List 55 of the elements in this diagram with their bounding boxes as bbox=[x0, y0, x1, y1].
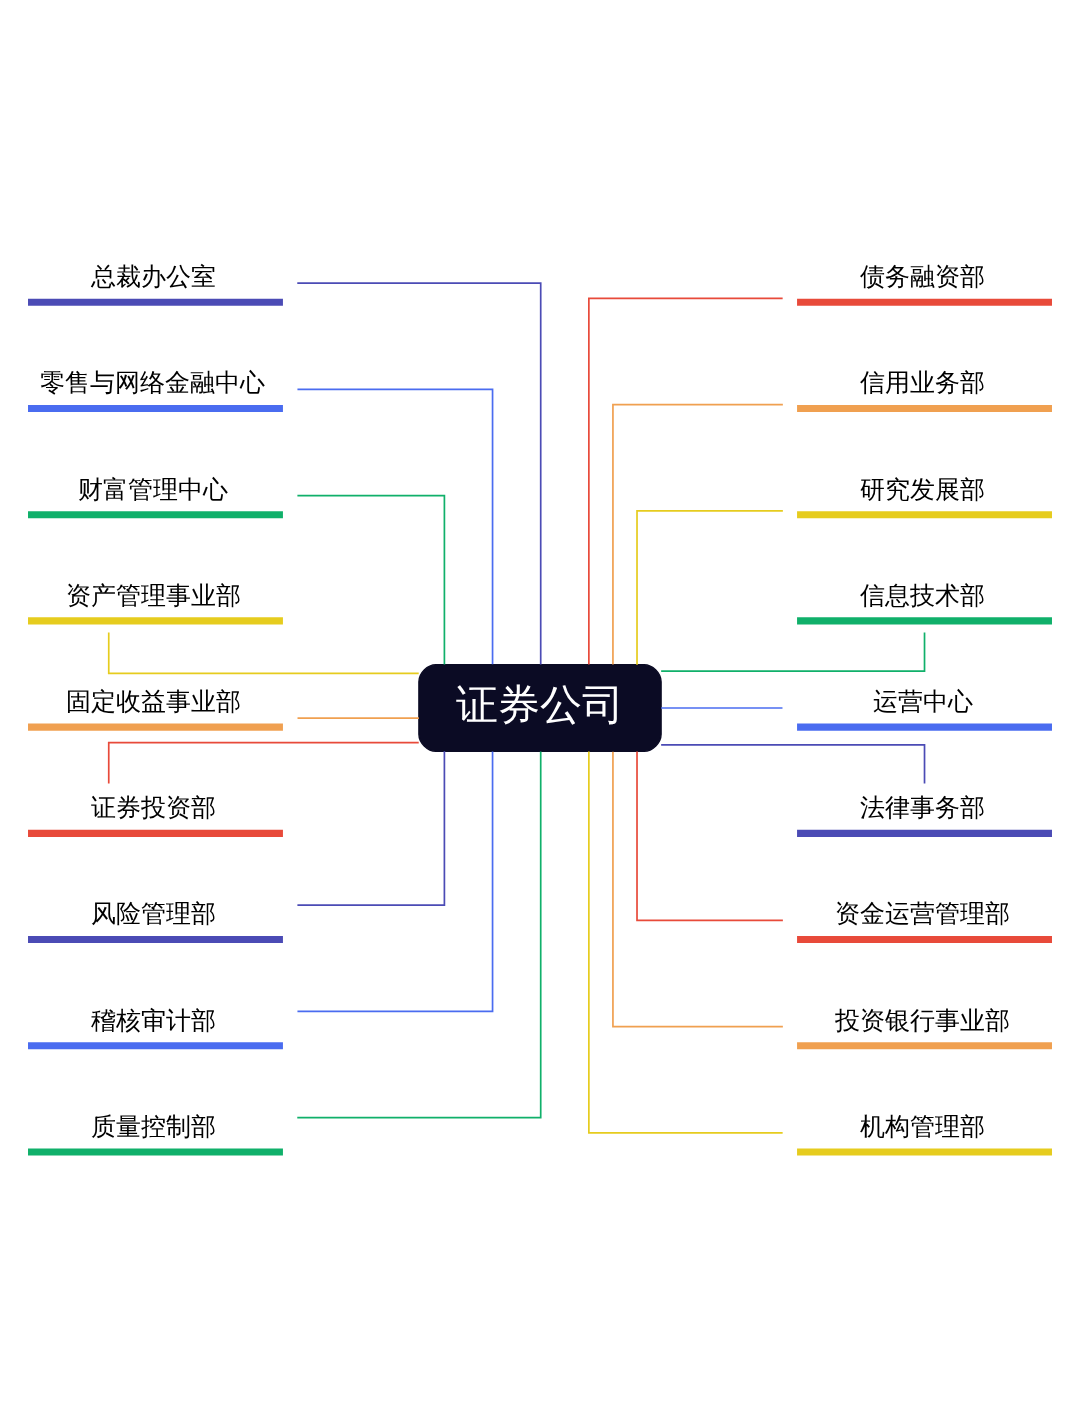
node-box bbox=[797, 1147, 1052, 1156]
connector bbox=[588, 750, 784, 1134]
connector bbox=[660, 743, 926, 784]
node-box bbox=[28, 1147, 283, 1156]
node-box bbox=[28, 616, 283, 624]
connector bbox=[588, 297, 784, 665]
connector bbox=[612, 403, 784, 665]
connector bbox=[660, 706, 784, 709]
node-box bbox=[28, 404, 283, 412]
node-label: 风险管理部 bbox=[91, 897, 217, 928]
connector bbox=[296, 750, 542, 1118]
connector bbox=[296, 750, 494, 1012]
node-label: 研究发展部 bbox=[860, 473, 986, 504]
node-box: 证券公司 bbox=[418, 663, 662, 752]
node-label: 机构管理部 bbox=[860, 1110, 986, 1141]
node-label: 质量控制部 bbox=[91, 1110, 217, 1141]
node-box bbox=[28, 510, 283, 518]
connector bbox=[296, 716, 420, 719]
node-label: 财富管理中心 bbox=[78, 473, 229, 504]
node-box bbox=[28, 723, 283, 731]
node-label: 信用业务部 bbox=[860, 366, 986, 397]
connector bbox=[107, 631, 420, 674]
node-label: 稽核审计部 bbox=[91, 1004, 217, 1035]
connector bbox=[296, 281, 542, 665]
node-box bbox=[797, 723, 1052, 731]
node-label: 证券投资部 bbox=[91, 791, 217, 822]
node-box bbox=[797, 616, 1052, 624]
node-label: 零售与网络金融中心 bbox=[40, 366, 266, 397]
connector bbox=[107, 741, 420, 784]
connector bbox=[296, 749, 446, 906]
connector bbox=[296, 388, 494, 665]
node-box bbox=[797, 404, 1052, 412]
node-box bbox=[797, 935, 1052, 943]
node-label: 投资银行事业部 bbox=[834, 1004, 1010, 1035]
connector bbox=[296, 494, 446, 665]
connector bbox=[636, 509, 784, 666]
connector bbox=[660, 631, 926, 672]
node-box bbox=[28, 298, 283, 306]
node-label: 固定收益事业部 bbox=[65, 685, 241, 716]
node-box bbox=[797, 298, 1052, 306]
node-label: 信息技术部 bbox=[860, 579, 986, 610]
node-box bbox=[28, 829, 283, 837]
node-box bbox=[28, 1041, 283, 1049]
connector bbox=[636, 750, 784, 921]
node-box bbox=[797, 1041, 1052, 1049]
node-label: 债务融资部 bbox=[860, 260, 986, 291]
node-box bbox=[797, 829, 1052, 837]
node-box bbox=[797, 510, 1052, 518]
node-label: 总裁办公室 bbox=[91, 260, 217, 291]
node-label: 资产管理事业部 bbox=[65, 579, 241, 610]
node-label: 法律事务部 bbox=[860, 791, 986, 822]
node-label: 运营中心 bbox=[872, 685, 973, 716]
node-label: 资金运营管理部 bbox=[834, 897, 1010, 928]
connector bbox=[612, 750, 784, 1027]
node-box bbox=[28, 935, 283, 943]
